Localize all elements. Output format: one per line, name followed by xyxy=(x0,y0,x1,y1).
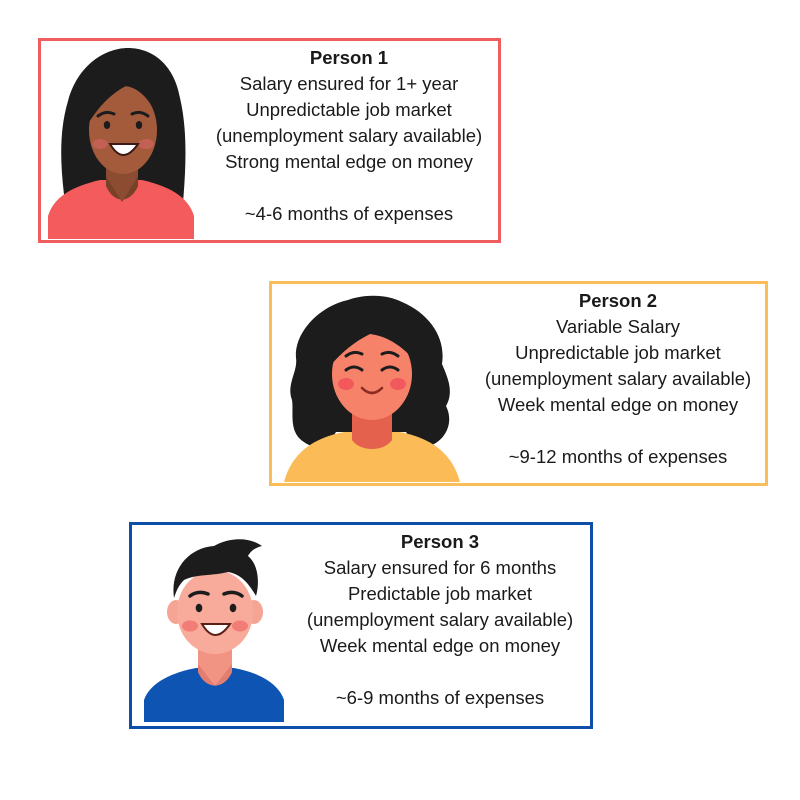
person-3-text: Person 3 Salary ensured for 6 months Pre… xyxy=(289,529,591,711)
person-1-salary: Salary ensured for 1+ year xyxy=(239,73,459,94)
person-2-result: ~9-12 months of expenses xyxy=(508,446,728,467)
person-3-title: Person 3 xyxy=(400,531,480,552)
person-1-job-market: Unpredictable job market xyxy=(246,99,452,120)
person-1-text: Person 1 Salary ensured for 1+ year Unpr… xyxy=(213,45,485,227)
person-2-card: Person 2 Variable Salary Unpredictable j… xyxy=(269,281,768,486)
person-3-card: Person 3 Salary ensured for 6 months Pre… xyxy=(129,522,593,729)
spacer xyxy=(213,175,485,201)
person-1-card: Person 1 Salary ensured for 1+ year Unpr… xyxy=(38,38,501,243)
man-short-hair-icon xyxy=(144,539,284,722)
spacer xyxy=(469,418,767,444)
person-3-salary: Salary ensured for 6 months xyxy=(323,557,557,578)
person-2-title: Person 2 xyxy=(578,290,658,311)
person-1-title: Person 1 xyxy=(309,47,389,68)
person-2-job-market: Unpredictable job market xyxy=(515,342,721,363)
person-2-text: Person 2 Variable Salary Unpredictable j… xyxy=(469,288,767,470)
person-2-salary: Variable Salary xyxy=(555,316,681,337)
person-1-result: ~4-6 months of expenses xyxy=(244,203,454,224)
person-3-result: ~6-9 months of expenses xyxy=(335,687,545,708)
person-1-mental-edge: Strong mental edge on money xyxy=(225,151,473,172)
spacer xyxy=(289,659,591,685)
woman-long-hair-icon xyxy=(48,48,194,239)
woman-wavy-hair-icon xyxy=(284,295,460,482)
person-2-unemployment: (unemployment salary available) xyxy=(484,368,752,389)
person-3-mental-edge: Week mental edge on money xyxy=(319,635,561,656)
person-3-job-market: Predictable job market xyxy=(347,583,533,604)
person-2-mental-edge: Week mental edge on money xyxy=(497,394,739,415)
person-1-unemployment: (unemployment salary available) xyxy=(215,125,483,146)
person-3-unemployment: (unemployment salary available) xyxy=(306,609,574,630)
